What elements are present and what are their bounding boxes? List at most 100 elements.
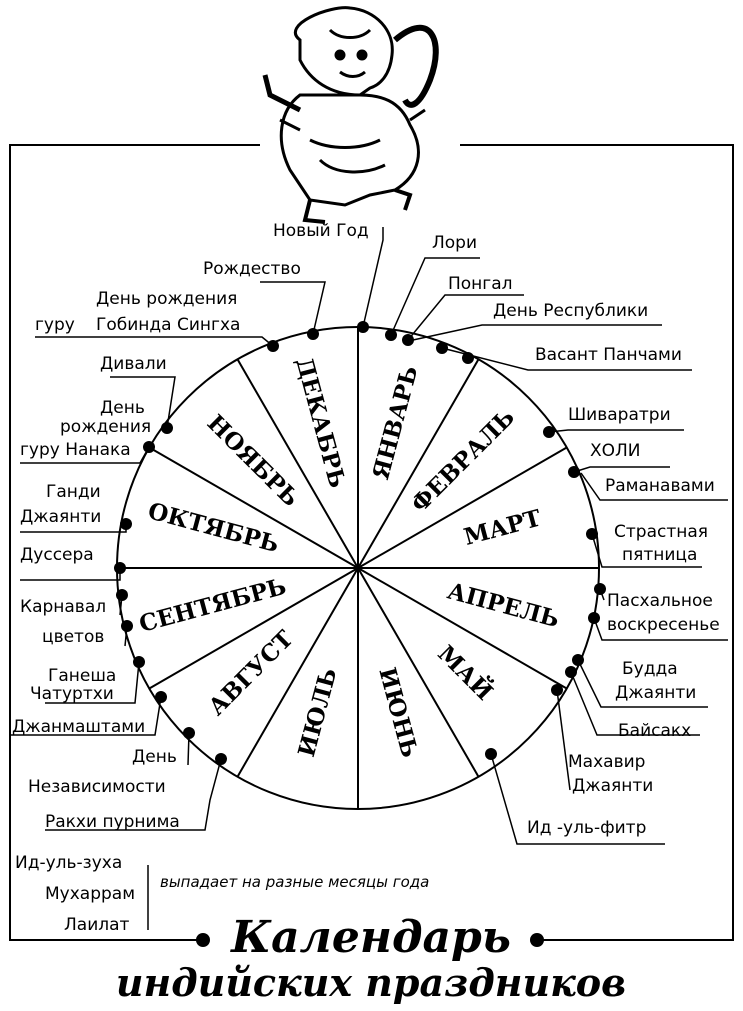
dot-holi [568,466,580,478]
festival-labels-right: Новый Год Лори Понгал День Республики Ва… [273,221,720,838]
variable-item-2: Мухаррам [45,884,135,904]
month-label: СЕНТЯБРЬ [136,573,289,638]
dot-gandhi [120,518,132,530]
label-diwali: Дивали [100,354,167,374]
dot-nanak [143,441,155,453]
month-label: ФЕВРАЛЬ [406,404,520,518]
title-line-1: Календарь [229,912,511,963]
wheel-spoke [357,567,480,778]
variable-note: выпадает на разные месяцы года [160,873,429,891]
dot-christmas [307,328,319,340]
wheel-spoke [148,446,359,569]
label-vasant: Васант Панчами [535,345,682,365]
dot-carnival-1 [116,589,128,601]
dot-republic-day [436,342,448,354]
wheel-spoke [236,358,359,569]
label-gandhi-2: Джаянти [20,507,101,527]
month-label: МАЙ [432,639,499,706]
label-republic-day: День Республики [493,301,648,321]
month-label: АПРЕЛЬ [444,577,562,633]
dot-ramanavami [586,528,598,540]
wheel-spoke [236,567,359,778]
label-carnival-2: цветов [42,627,104,647]
dot-lohri [385,329,397,341]
dot-carnival-2 [121,620,133,632]
month-label: ОКТЯБРЬ [145,497,282,558]
dot-ganesh [133,656,145,668]
month-label: АВГУСТ [203,625,299,721]
label-christmas: Рождество [203,259,301,279]
dot-dussehra [114,562,126,574]
month-label: ЯНВАРЬ [367,363,423,482]
dot-pongal [402,334,414,346]
dot-easter [588,612,600,624]
dot-janmashtami [155,691,167,703]
dot-buddha [572,654,584,666]
festival-labels-left: Рождество День рождения Гобинда Сингха г… [12,259,301,832]
label-id-ul-fitr: Ид -уль-фитр [527,818,646,838]
frame-dot-left [196,933,210,947]
label-easter-1: Пасхальное [607,591,713,611]
label-gobind-1: День рождения [96,289,237,309]
wheel-spoke [357,446,568,569]
title-line-2: индийских праздников [116,960,626,1005]
label-mahavir-2: Джаянти [572,776,653,796]
variable-item-1: Ид-уль-зуха [15,853,122,873]
wheel-spoke [148,567,359,690]
wheel-spoke [357,567,568,690]
label-rakhi: Ракхи пурнима [45,812,180,832]
label-holi: ХОЛИ [590,441,641,461]
label-buddha-2: Джаянти [615,683,696,703]
festival-dots [114,321,606,765]
label-easter-2: воскресенье [607,615,720,635]
label-nanak-1: День [100,398,145,418]
label-good-friday-2: пятница [622,545,697,565]
label-ganesh-1: Ганеша [48,666,116,686]
label-pongal: Понгал [448,274,513,294]
label-ganesh-2: Чатуртхи [30,684,114,704]
label-good-friday-1: Страстная [614,522,708,542]
wheel-spoke [357,358,480,569]
deity-illustration [262,6,439,224]
label-independence-2: Независимости [28,777,166,797]
label-shivaratri: Шиваратри [568,405,671,425]
label-janmashtami: Джанмаштами [12,717,145,737]
label-new-year: Новый Год [273,221,369,241]
month-label: МАРТ [461,505,544,551]
label-gandhi-1: Ганди [46,482,101,502]
dot-new-year [357,321,369,333]
dot-vasant [462,352,474,364]
month-label: ИЮЛЬ [293,665,343,760]
dot-gobind [267,340,279,352]
frame-dot-right [530,933,544,947]
dot-good-friday [594,583,606,595]
label-gobind-3: гуру [35,315,75,335]
label-dussehra: Дуссера [20,545,94,565]
wheel-spokes [117,327,599,809]
dot-id-ul-fitr [485,748,497,760]
label-buddha-1: Будда [622,659,678,679]
dot-mahavir [551,684,563,696]
dot-diwali [161,422,173,434]
month-label: НОЯБРЬ [202,410,305,513]
dot-rakhi [215,753,227,765]
label-nanak-3: гуру Нанака [20,440,131,460]
label-ramanavami: Раманавами [605,476,715,496]
month-label: ДЕКАБРЬ [290,355,351,491]
title-block: Календарь индийских праздников [116,912,626,1005]
frame [9,144,734,941]
label-mahavir-1: Махавир [568,752,645,772]
label-nanak-2: рождения [60,417,151,437]
label-baisakhi: Байсакх [618,721,691,741]
dot-baisakhi [565,666,577,678]
label-lohri: Лори [432,233,477,253]
month-label: ИЮНЬ [373,665,423,761]
label-gobind-2: Гобинда Сингха [96,315,240,335]
dot-shivaratri [543,426,555,438]
variable-item-3: Лаилат [64,915,130,935]
variable-festivals: Ид-уль-зуха Мухаррам Лаилат выпадает на … [15,853,429,935]
dot-independence [183,727,195,739]
label-carnival-1: Карнавал [20,597,106,617]
